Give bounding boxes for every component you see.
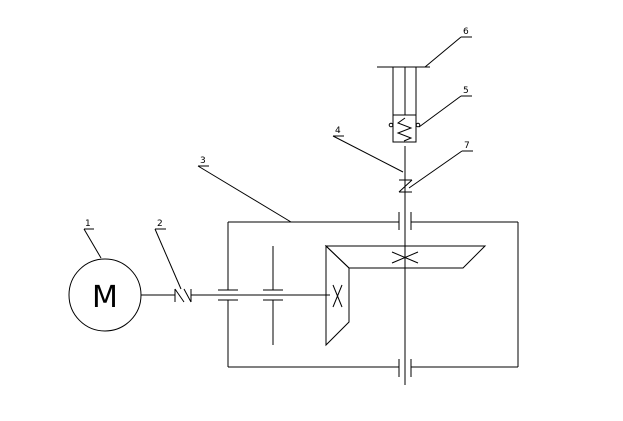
spring-pivot-right [415, 122, 421, 128]
top-frame-label: 6 [463, 27, 469, 37]
top-frame-label-leader [424, 36, 462, 68]
clutch-diagonal [398, 179, 413, 193]
shaft-label-leader [332, 135, 404, 173]
coupling: 2 [141, 219, 330, 303]
spring-label: 5 [463, 86, 469, 96]
drive-gear-mark-b [332, 284, 343, 308]
shaft-label: 4 [335, 126, 341, 136]
clutch-label: 7 [464, 141, 470, 151]
gearbox-label-leader [197, 165, 292, 223]
coupling-label-leader [154, 228, 182, 290]
spring-pivot-left [388, 122, 394, 128]
top-frame: 6 [377, 27, 472, 68]
intermediate-bearing [263, 246, 283, 345]
motor: M 1 [68, 219, 142, 332]
driven-bevel-gear [324, 245, 487, 269]
spring-assembly: 5 [388, 67, 472, 143]
gearbox-label: 3 [200, 156, 206, 166]
clutch-label-leader [408, 150, 463, 189]
coupling-label: 2 [157, 219, 163, 229]
motor-label: 1 [85, 219, 91, 229]
spring-housing [392, 114, 417, 143]
spring-coil [396, 117, 413, 142]
coupling-right-jaw [183, 288, 192, 303]
spring-label-leader [418, 95, 462, 128]
motor-label-leader [83, 228, 102, 259]
motor-symbol: M [92, 280, 118, 315]
clutch: 7 [398, 141, 473, 193]
gearbox-housing: 3 [197, 156, 519, 368]
coupling-left-jaw [174, 288, 185, 303]
